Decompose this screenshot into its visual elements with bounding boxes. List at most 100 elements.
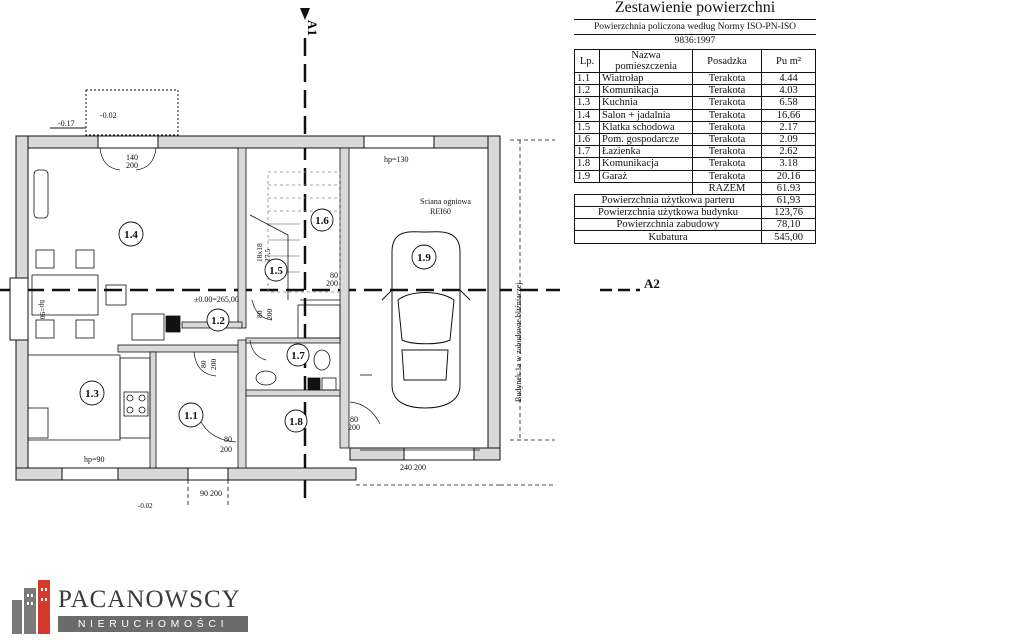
header-lp: Lp.: [574, 49, 600, 73]
row-name: Wiatrołap: [599, 71, 693, 86]
door-height-b: 200: [220, 445, 232, 454]
summary-label: Powierzchnia zabudowy: [574, 218, 762, 232]
door-width-240: 240: [400, 463, 412, 472]
section-a2-line: [600, 288, 640, 292]
bottom-level: -0.02: [138, 502, 153, 510]
axis-lines: [0, 38, 560, 505]
window-hp90-left: hp=90: [38, 300, 47, 319]
table-subtitle: Powierzchnia policzona według Normy ISO-…: [574, 19, 816, 46]
room-label-1-8: 1.8: [289, 416, 303, 428]
row-area: 16.66: [761, 108, 816, 122]
room-label-1-7: 1.7: [291, 350, 305, 362]
exterior-openings: [9, 135, 475, 481]
door-width-a: 80: [330, 271, 338, 280]
summary-value: 545,00: [761, 230, 816, 244]
logo-tagline: NIERUCHOMOŚCI: [58, 616, 248, 632]
row-lp: 1.8: [574, 157, 600, 171]
door-height-e: 200: [209, 359, 218, 371]
row-area: 2.17: [761, 120, 816, 134]
row-name: Garaż: [599, 169, 693, 183]
total-label: RAZEM: [692, 181, 762, 195]
table-header-row: Lp. Nazwa pomieszczenia Posadzka Pu m²: [574, 49, 816, 73]
row-floor: Terakota: [692, 157, 762, 171]
section-a1-label: A1: [305, 20, 320, 36]
section-a2-label: A2: [644, 276, 660, 291]
car-icon: [381, 231, 471, 409]
door-width-b: 80: [224, 435, 232, 444]
door-height-a: 200: [326, 279, 338, 288]
bathroom-fixtures: [255, 304, 341, 391]
floor-plan: A1 1.4 1.5 1.6 1.2 1.9 1.3 1.7 1.1 1.8 S…: [0, 8, 560, 510]
row-floor: Terakota: [692, 169, 762, 183]
row-floor: Terakota: [692, 132, 762, 147]
row-lp: 1.9: [574, 169, 600, 183]
furniture: [27, 169, 181, 441]
stairs-run: 27,5: [263, 249, 272, 262]
summary-label: Powierzchnia użytkowa budynku: [574, 206, 762, 220]
door-swings: [99, 147, 381, 443]
door-height-140: 200: [126, 161, 138, 170]
room-label-1-6: 1.6: [315, 215, 329, 227]
total-row: RAZEM 61.93: [574, 181, 816, 195]
room-label-1-5: 1.5: [269, 265, 283, 277]
row-floor: Terakota: [692, 120, 762, 134]
garage-door: [360, 374, 480, 451]
row-lp: 1.2: [574, 84, 600, 98]
room-label-1-9: 1.9: [417, 252, 431, 264]
exterior-walls: [15, 135, 501, 481]
row-lp: 1.5: [574, 120, 600, 134]
row-name: Komunikacja: [599, 84, 693, 98]
row-floor: Terakota: [692, 84, 762, 98]
logo-brand: PACANOWSCY: [58, 586, 241, 613]
room-markers: [79, 208, 437, 433]
row-area: 3.18: [761, 157, 816, 171]
row-area: 2.62: [761, 145, 816, 159]
door-height-90: 200: [210, 489, 222, 498]
row-floor: Terakota: [692, 96, 762, 110]
neighbor-outline: [187, 139, 555, 505]
row-lp: 1.4: [574, 108, 600, 122]
row-area: 6.58: [761, 96, 816, 110]
row-name: Komunikacja: [599, 157, 693, 171]
window-hp130: hp=130: [384, 155, 409, 164]
stairs-rise: 18x18: [255, 243, 264, 262]
room-label-1-4: 1.4: [124, 229, 138, 241]
row-name: Łazienka: [599, 145, 693, 159]
room-label-1-2: 1.2: [211, 315, 225, 327]
summary-value: 78,10: [761, 218, 816, 232]
level-017: -0.17: [58, 119, 75, 128]
row-area: 20.16: [761, 169, 816, 183]
row-area: 4.44: [761, 71, 816, 86]
door-height-c: 200: [348, 423, 360, 432]
door-width-d: 80: [255, 310, 264, 318]
row-name: Salon + jadalnia: [599, 108, 693, 122]
level-000: ±0.00=265,00: [194, 295, 239, 304]
header-name: Nazwa pomieszczenia: [599, 49, 693, 73]
level-002: -0.02: [100, 111, 117, 120]
header-floor: Posadzka: [692, 49, 762, 73]
door-width-90: 90: [200, 489, 208, 498]
row-lp: 1.3: [574, 96, 600, 110]
row-area: 4.03: [761, 84, 816, 98]
room-label-1-3: 1.3: [85, 388, 99, 400]
summary-label: Kubatura: [574, 230, 762, 244]
row-floor: Terakota: [692, 71, 762, 86]
window-hp90-bottom: hp=90: [84, 455, 105, 464]
row-lp: 1.7: [574, 145, 600, 159]
summary-label: Powierzchnia użytkowa parteru: [574, 193, 762, 208]
row-name: Klatka schodowa: [599, 120, 693, 134]
door-height-240: 200: [414, 463, 426, 472]
